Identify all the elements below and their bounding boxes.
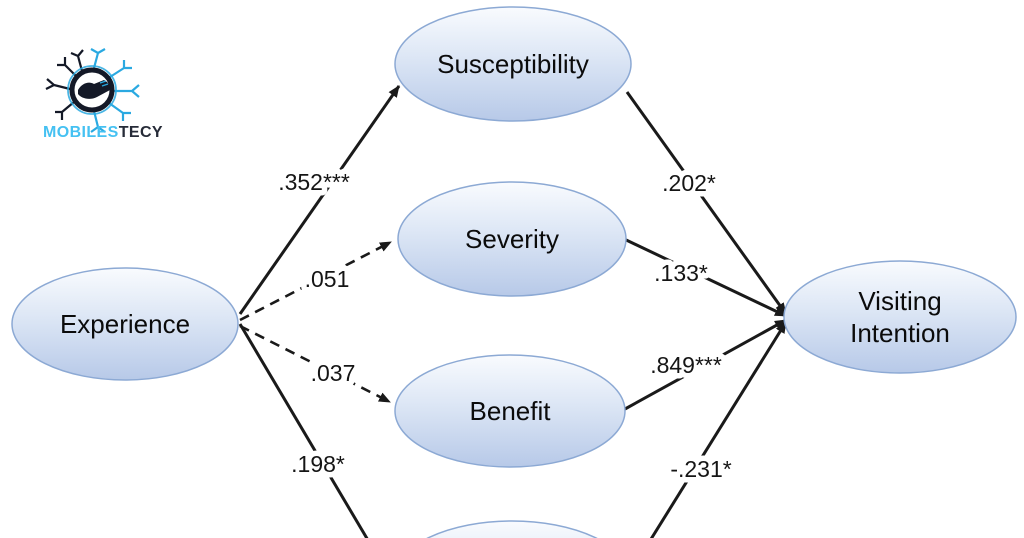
path-benefit-to-visiting-intention <box>624 318 787 411</box>
node-visiting-intention-label-line2: Intention <box>850 318 950 348</box>
node-visiting-intention-label-line1: Visiting <box>858 286 941 316</box>
edges <box>238 85 788 538</box>
coef-severity-visiting: .133* <box>654 260 708 286</box>
node-experience <box>11 267 239 381</box>
node-severity-label: Severity <box>465 224 559 254</box>
path-experience-to-benefit <box>239 324 391 404</box>
path-bottom-node-to-visiting-intention <box>649 321 788 538</box>
logo-text-mobiles: MOBILES <box>43 124 119 141</box>
node-severity <box>397 181 627 297</box>
logo-text-tecy: TECY <box>119 124 163 141</box>
node-experience-label: Experience <box>60 309 190 339</box>
coef-experience-susceptibility: .352*** <box>278 169 350 195</box>
path-experience-to-bottom-node <box>238 323 369 538</box>
coef-susceptibility-visiting: .202* <box>662 170 716 196</box>
coef-benefit-visiting: .849*** <box>650 352 722 378</box>
coef-experience-benefit: .037 <box>311 360 356 386</box>
logo-mark-icon <box>45 48 140 133</box>
coef-experience-severity: .051 <box>305 266 350 292</box>
coef-bottom-visiting: -.231* <box>670 456 731 482</box>
path-experience-to-susceptibility <box>238 85 401 315</box>
nodes: Experience Susceptibility Severity Benef… <box>11 6 1017 538</box>
logo-circuit-dark <box>45 49 84 120</box>
mobilestecy-logo: MOBILESTECY <box>43 48 163 141</box>
path-severity-to-visiting-intention <box>621 236 787 318</box>
coefficient-labels: .352*** .051 .037 .198* .202* .133* .849… <box>273 164 738 488</box>
coef-experience-bottom: .198* <box>291 451 345 477</box>
logo-handshake-icon <box>78 80 111 99</box>
node-benefit-label: Benefit <box>470 396 552 426</box>
node-visiting-intention <box>783 260 1017 374</box>
node-bottom-partial <box>426 520 598 538</box>
path-experience-to-severity <box>239 240 392 322</box>
node-benefit <box>394 354 626 468</box>
node-susceptibility <box>394 6 632 122</box>
node-susceptibility-label: Susceptibility <box>437 49 589 79</box>
path-susceptibility-to-visiting-intention <box>625 91 788 315</box>
logo-wordmark: MOBILESTECY <box>43 124 163 141</box>
